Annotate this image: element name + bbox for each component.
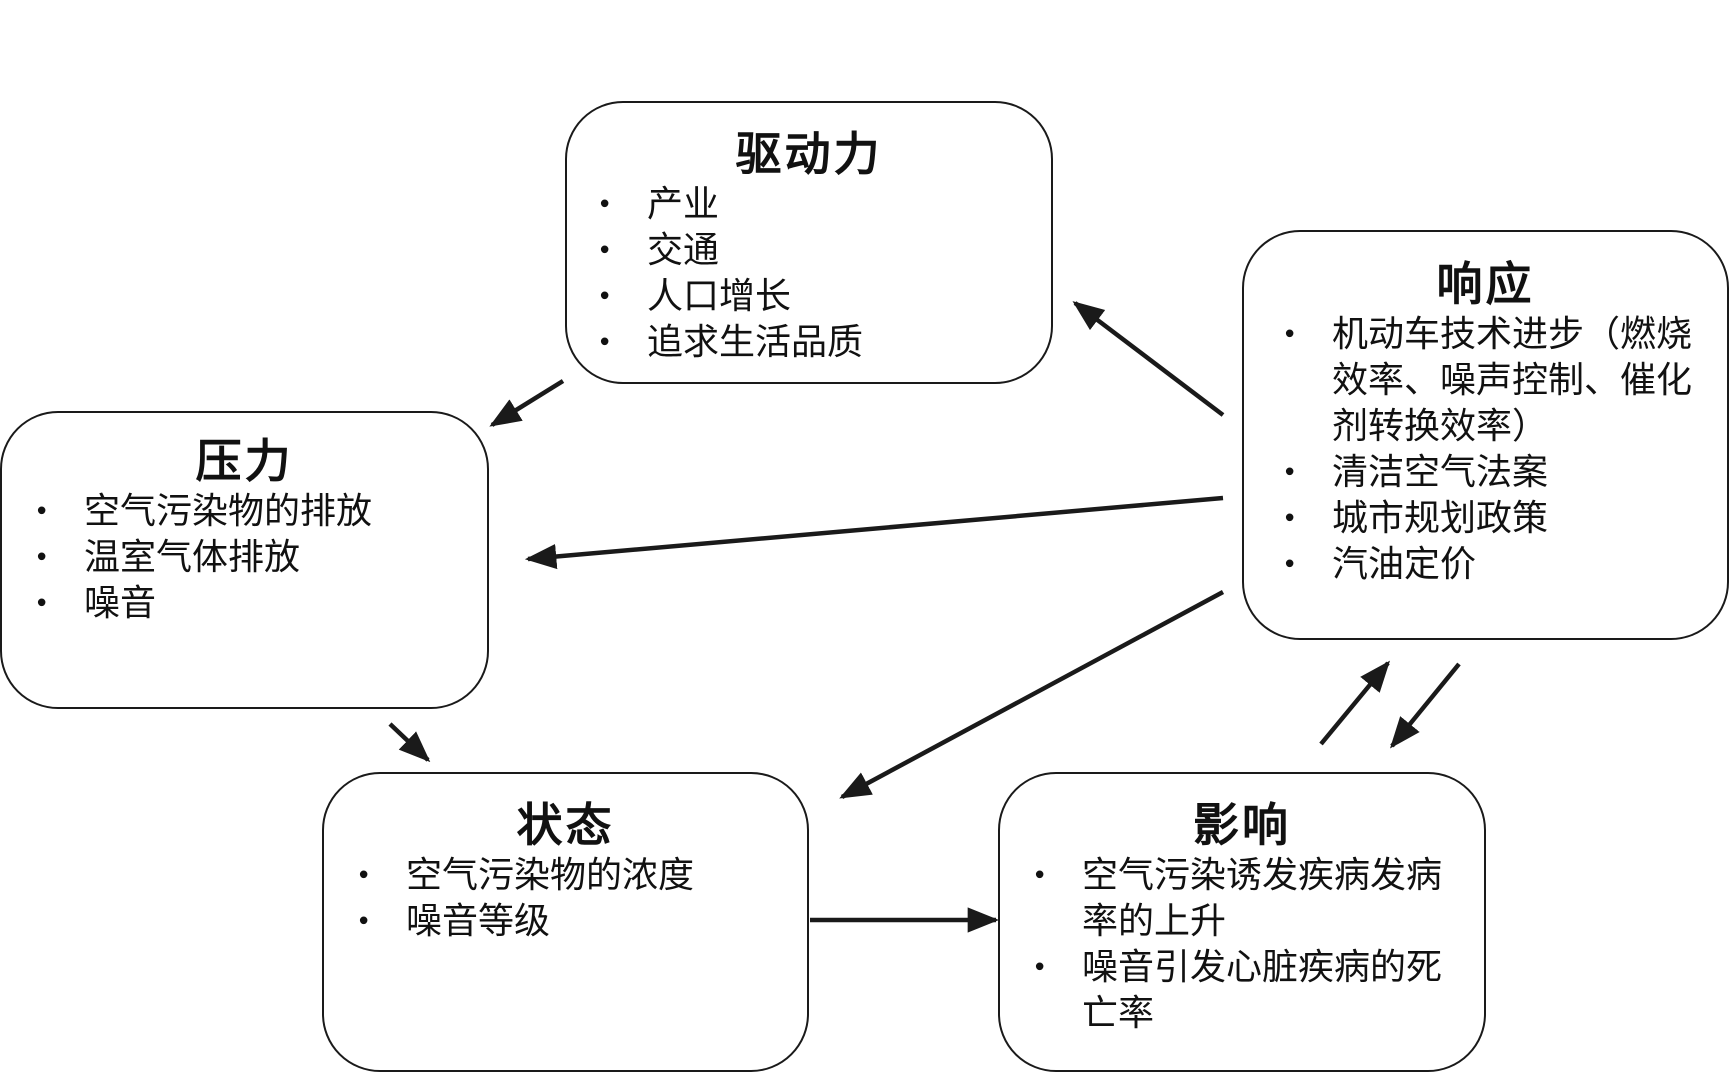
impact-title: 影响 [1193,798,1291,852]
list-item: 机动车技术进步（燃烧效率、噪声控制、催化剂转换效率） [1282,312,1707,450]
state-list: 空气污染物的浓度 噪音等级 [324,853,807,945]
list-item: 噪音等级 [356,899,807,945]
arrow-response-to-impact [1390,662,1461,749]
list-item: 噪音引发心脏疾病的死亡率 [1032,945,1454,1037]
response-title: 响应 [1436,257,1535,311]
impact-box: 影响 空气污染诱发疾病发病率的上升 噪音引发心脏疾病的死亡率 [998,772,1486,1072]
impact-list: 空气污染诱发疾病发病率的上升 噪音引发心脏疾病的死亡率 [1000,853,1484,1037]
pressure-list: 空气污染物的排放 温室气体排放 噪音 [2,489,487,627]
driver-box: 驱动力 产业 交通 人口增长 追求生活品质 [565,101,1053,384]
state-title: 状态 [516,798,615,852]
list-item: 人口增长 [597,274,1051,320]
list-item: 产业 [597,182,1051,228]
list-item: 城市规划政策 [1282,496,1707,542]
pressure-box: 压力 空气污染物的排放 温室气体排放 噪音 [0,411,489,709]
arrow-response-to-driver [1072,301,1225,417]
list-item: 追求生活品质 [597,320,1051,366]
pressure-title: 压力 [195,434,294,488]
list-item: 交通 [597,228,1051,274]
response-list: 机动车技术进步（燃烧效率、噪声控制、催化剂转换效率） 清洁空气法案 城市规划政策… [1244,312,1727,588]
arrow-response-to-state [839,590,1225,799]
response-box: 响应 机动车技术进步（燃烧效率、噪声控制、催化剂转换效率） 清洁空气法案 城市规… [1242,230,1729,640]
driver-title: 驱动力 [735,127,883,181]
list-item: 空气污染物的排放 [34,489,487,535]
list-item: 清洁空气法案 [1282,450,1707,496]
state-box: 状态 空气污染物的浓度 噪音等级 [322,772,809,1072]
arrow-response-to-pressure [524,495,1224,570]
arrow-impact-to-response [1319,660,1391,746]
arrow-driver-to-pressure [489,379,565,427]
list-item: 空气污染诱发疾病发病率的上升 [1032,853,1454,945]
list-item: 温室气体排放 [34,535,487,581]
list-item: 汽油定价 [1282,542,1707,588]
driver-list: 产业 交通 人口增长 追求生活品质 [567,182,1051,366]
arrow-pressure-to-state [388,722,431,763]
list-item: 噪音 [34,581,487,627]
list-item: 空气污染物的浓度 [356,853,807,899]
